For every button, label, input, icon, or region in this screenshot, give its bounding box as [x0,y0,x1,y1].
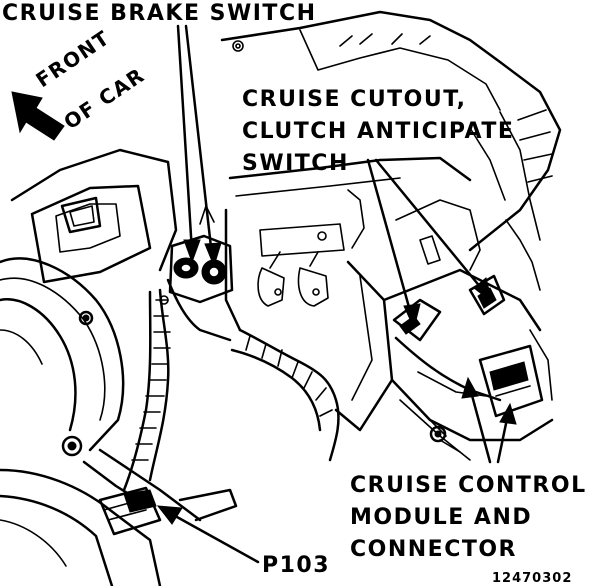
bulkhead-structure [220,10,562,461]
cutout-arrowhead-1 [403,303,421,330]
cutout-switch-label-line3: SWITCH [242,151,349,176]
p103-leader [166,510,260,564]
cruise-brake-switch [168,205,234,304]
module-arrowhead-1 [461,376,479,399]
module-label-line1: CRUISE CONTROL [350,473,587,498]
p103-connector [98,486,162,536]
steering-column-assembly [0,148,238,586]
module-arrowhead-2 [499,402,517,425]
module-label-line2: MODULE AND [350,505,532,530]
cutout-leader-2 [374,158,488,296]
brake-switch-leader-2 [184,24,214,258]
brake-switch-arrowhead-1 [183,239,201,264]
module-label-line3: CONNECTOR [350,537,517,562]
front-of-car-arrow [11,91,65,141]
brake-switch-leader-1 [176,24,194,254]
cutout-switch-label-line2: CLUTCH ANTICIPATE [242,119,514,144]
cutout-switch-label-line1: CRUISE CUTOUT, [242,87,466,112]
cutout-arrowhead-2 [473,277,493,304]
p103-arrowhead [156,505,183,525]
cutout-leader-1 [366,158,414,320]
module-leader-1 [468,386,492,464]
front-of-car-label-line2: OF CAR [59,63,149,134]
cruise-control-module-connector [478,344,544,418]
figure-number: 12470302 [492,571,572,586]
p103-label: P103 [262,553,330,578]
leader-arrows [11,24,517,564]
brake-switch-arrowhead-2 [204,242,222,268]
cruise-brake-switch-label: CRUISE BRAKE SWITCH [2,1,317,26]
front-of-car-label-line1: FRONT [31,25,114,92]
